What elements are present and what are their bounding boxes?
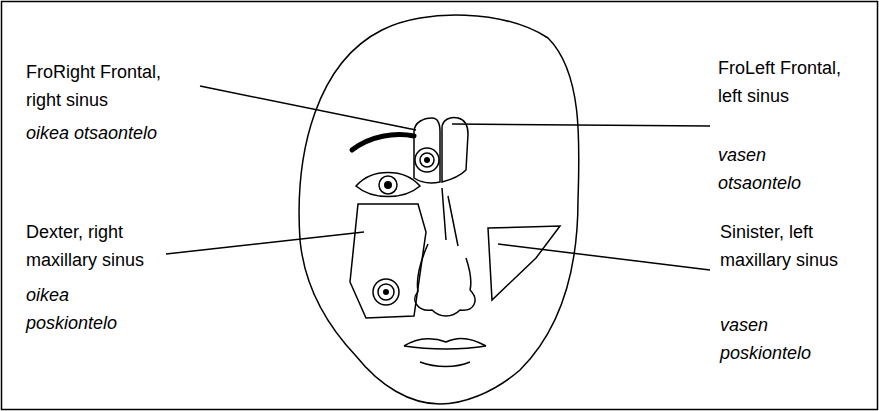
left-frontal-sinus (442, 117, 468, 182)
finnish-label: oikea otsaontelo (26, 119, 206, 147)
left-maxillary-sinus (488, 226, 560, 300)
electrode-symbol (424, 157, 430, 163)
pupil (384, 181, 392, 189)
leader-line (498, 244, 710, 270)
finnish-label: oikea poskiontelo (26, 281, 156, 337)
eyebrow (352, 135, 414, 150)
electrode-symbol (383, 289, 389, 295)
iris (379, 176, 397, 194)
leader-line (200, 86, 416, 130)
leader-line (166, 232, 364, 254)
sinus-label: Dexter, right maxillary sinus (26, 218, 161, 274)
leader-line (452, 124, 710, 126)
finnish-label: vasen otsaontelo (718, 141, 843, 197)
electrode-symbol (415, 148, 439, 172)
sinus-label: FroLeft Frontal, left sinus (718, 54, 843, 110)
head-outline (299, 15, 579, 404)
finnish-label: vasen poskiontelo (720, 311, 845, 367)
eye (356, 173, 420, 197)
nose (417, 244, 470, 292)
sinus-label: FroRight Frontal, right sinus (26, 58, 191, 114)
mouth (404, 339, 486, 367)
right-frontal-sinus (414, 118, 440, 183)
electrode-symbol (373, 279, 399, 305)
sinus-label: Sinister, left maxillary sinus (720, 218, 845, 274)
electrode-symbol (378, 284, 394, 300)
electrode-symbol (420, 153, 434, 167)
nose (415, 188, 475, 316)
